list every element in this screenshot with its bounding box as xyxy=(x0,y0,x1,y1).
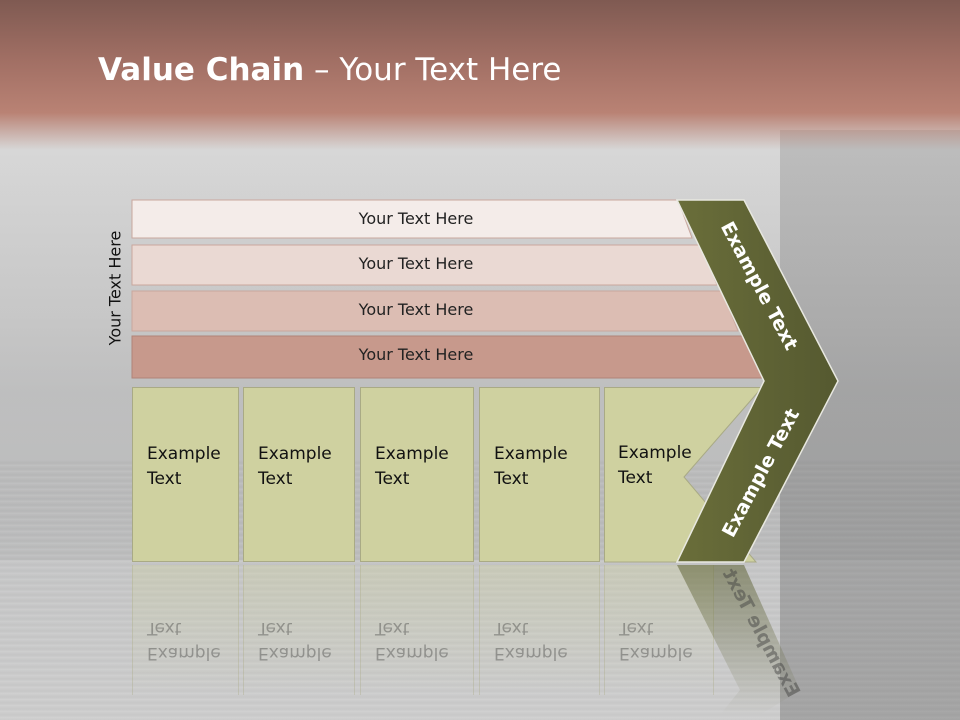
slide-title: Value Chain – Your Text Here xyxy=(98,52,561,88)
value-bar-label: Your Text Here xyxy=(358,209,474,228)
background-promenade xyxy=(780,130,960,720)
title-rest: – Your Text Here xyxy=(304,52,562,88)
value-bar-2[interactable]: Your Text Here xyxy=(131,244,718,286)
side-label: Your Text Here xyxy=(105,230,125,346)
value-bar-label: Your Text Here xyxy=(358,254,474,273)
title-bold: Value Chain xyxy=(98,52,305,88)
value-bar-1[interactable]: Your Text Here xyxy=(131,199,693,239)
value-bar-label: Your Text Here xyxy=(358,345,474,364)
value-bar-label: Your Text Here xyxy=(358,300,474,319)
value-bar-3[interactable]: Your Text Here xyxy=(131,290,739,332)
value-bar-4[interactable]: Your Text Here xyxy=(131,335,765,379)
header-band xyxy=(0,0,960,150)
